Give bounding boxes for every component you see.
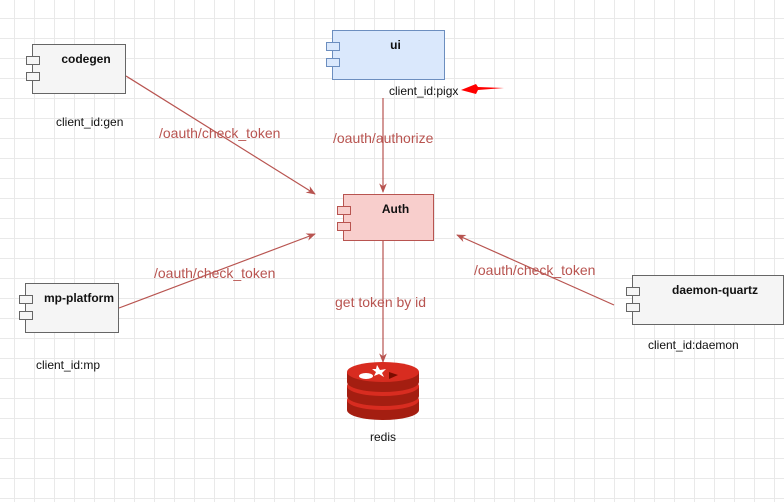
edge-codegen-to-auth [125, 75, 316, 195]
codegen-component[interactable]: codegen [26, 44, 126, 94]
component-tab [337, 206, 351, 215]
edge-label-mp-check-token: /oauth/check_token [154, 265, 276, 281]
daemon-quartz-label: daemon-quartz [671, 283, 758, 297]
component-tab [326, 58, 340, 67]
edge-label-daemon-check-token: /oauth/check_token [474, 262, 596, 278]
component-tab [626, 303, 640, 312]
auth-component[interactable]: Auth [337, 194, 434, 241]
mp-platform-client-id: client_id:mp [36, 358, 101, 372]
component-tab [19, 295, 33, 304]
edge-daemon-to-auth [456, 234, 615, 306]
edge-label-codegen-check-token: /oauth/check_token [159, 125, 281, 141]
codegen-client-id: client_id:gen [56, 115, 124, 129]
edge-label-authorize: /oauth/authorize [333, 130, 434, 146]
edge-label-get-token: get token by id [335, 294, 427, 310]
auth-label: Auth [381, 202, 410, 216]
component-tab [326, 42, 340, 51]
edge-mp-to-auth [118, 233, 316, 309]
ui-client-id: client_id:pigx [389, 84, 459, 98]
redis-icon [347, 362, 419, 420]
mp-platform-label: mp-platform [44, 291, 114, 305]
component-tab [19, 311, 33, 320]
component-tab [26, 56, 40, 65]
component-tab [337, 222, 351, 231]
ui-label: ui [390, 38, 401, 52]
daemon-quartz-component[interactable]: daemon-quartz [626, 275, 784, 325]
daemon-quartz-client-id: client_id:daemon [648, 338, 739, 352]
highlight-arrow-icon [461, 84, 504, 94]
component-tab [626, 287, 640, 296]
component-tab [26, 72, 40, 81]
codegen-label: codegen [61, 52, 111, 66]
redis-label: redis [370, 430, 397, 444]
ui-component[interactable]: ui [326, 30, 445, 80]
mp-platform-component[interactable]: mp-platform [19, 283, 119, 333]
